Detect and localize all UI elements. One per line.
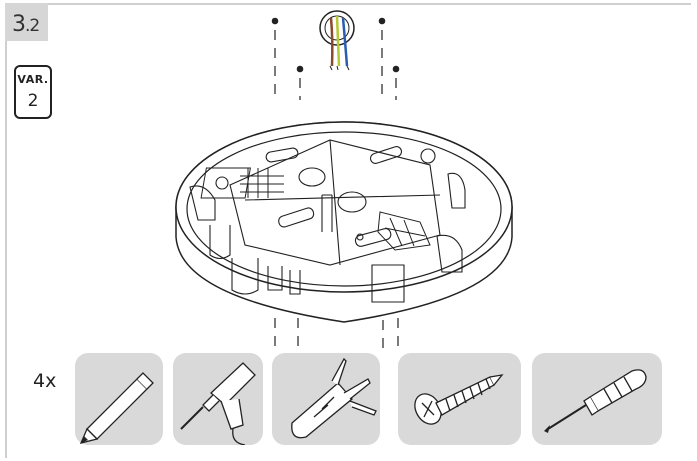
tool-tile-wall-plug <box>272 353 380 445</box>
tool-tile-pencil <box>75 353 163 445</box>
mount-base-interior <box>189 139 466 303</box>
tool-tile-drill <box>173 353 263 445</box>
frame-top-rule <box>5 3 691 5</box>
screw-position-markers-top <box>271 17 400 100</box>
terminal-block-right <box>377 211 431 251</box>
variant-number: 2 <box>27 91 39 111</box>
drill-icon <box>180 362 256 445</box>
cable-entry-icon <box>319 10 355 71</box>
wall-plug-icon <box>291 357 377 439</box>
screw-position-axes-bottom <box>274 318 399 352</box>
step-number: 3.2 <box>12 12 40 37</box>
tool-tile-screw <box>398 353 521 445</box>
screw-icon <box>414 374 504 425</box>
quantity-label: 4x <box>33 370 57 392</box>
mount-base-body <box>175 121 513 323</box>
terminal-block-left <box>200 167 284 199</box>
pencil-icon <box>79 372 154 444</box>
variant-badge: VAR. 2 <box>14 65 52 119</box>
step-number-box: 3.2 <box>5 3 48 41</box>
step-minor: .2 <box>25 16 40 36</box>
frame-left-rule <box>5 3 7 458</box>
screwdriver-icon <box>544 369 647 433</box>
tool-tile-screwdriver <box>532 353 662 445</box>
step-major: 3 <box>12 12 26 37</box>
variant-label: VAR. <box>17 73 49 86</box>
